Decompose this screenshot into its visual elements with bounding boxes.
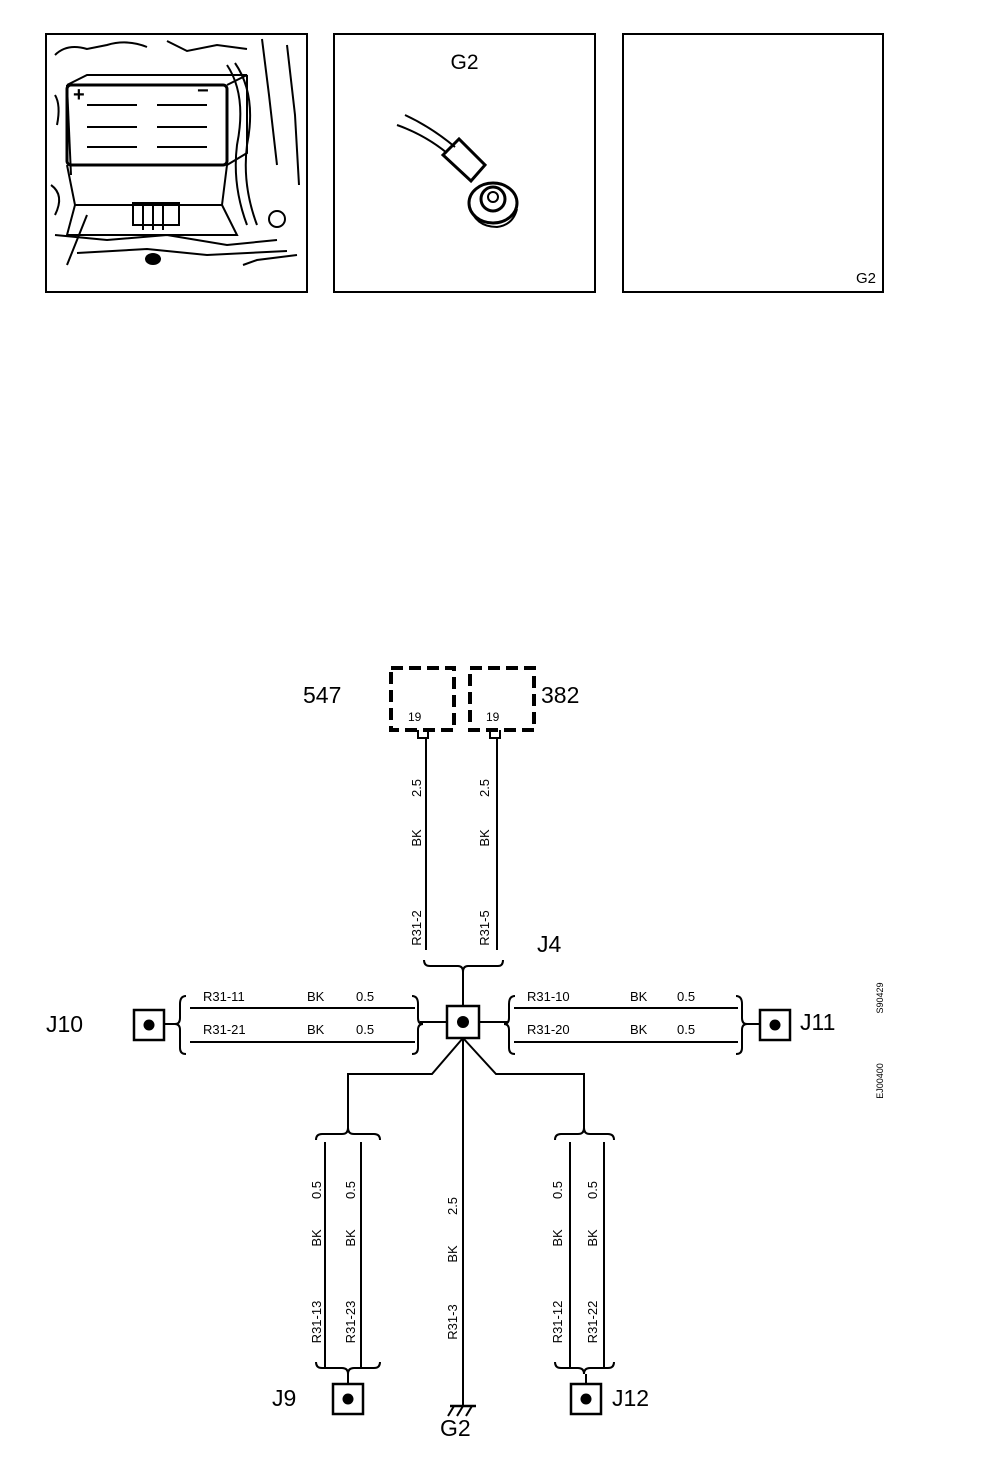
junction-j4-label: J4 [537,931,562,957]
module-382-box [468,666,536,732]
battery-location-drawing: + − [50,38,300,266]
ground-terminal-panel: G2 [333,33,596,293]
ground-terminal-title: G2 [450,51,479,74]
wire-r31-23-color: BK [343,1229,358,1247]
module-382-pin: 19 [486,710,500,724]
module-547-label: 547 [303,682,341,708]
ground-g2-label: G2 [440,1415,471,1441]
wire-r31-20-circuit: R31-20 [527,1022,570,1037]
battery-minus-label: − [197,80,209,102]
splice-j9 [331,1382,365,1416]
wire-r31-22-color: BK [585,1229,600,1247]
wire-547-circuit: R31-2 [409,910,424,945]
wiring-schematic: 547 382 19 19 2.5 BK R31-2 2.5 BK R31-5 … [46,666,885,1441]
wire-r31-23-size: 0.5 [343,1181,358,1199]
junction-j10-label: J10 [46,1011,83,1037]
splice-j10 [132,1008,166,1042]
junction-j12-label: J12 [612,1385,649,1411]
wire-r31-21-size: 0.5 [356,1022,374,1037]
wire-r31-3-circuit: R31-3 [445,1304,460,1339]
wire-382-circuit: R31-5 [477,910,492,945]
wire-r31-20-color: BK [630,1022,648,1037]
wire-r31-21-circuit: R31-21 [203,1022,246,1037]
ground-location-marker [145,253,161,265]
wire-r31-11-color: BK [307,989,325,1004]
wire-r31-12-size: 0.5 [550,1181,565,1199]
ground-diagram-panel: G2 [622,33,884,293]
wire-547-color: BK [409,829,424,847]
wire-r31-10-color: BK [630,989,648,1004]
wire-382-size: 2.5 [477,779,492,797]
wire-r31-13-circuit: R31-13 [309,1301,324,1344]
wire-r31-21-color: BK [307,1022,325,1037]
splice-j12 [569,1382,603,1416]
battery-plus-label: + [73,84,85,106]
wire-382-color: BK [477,829,492,847]
side-code-1: S90429 [875,982,885,1013]
wire-r31-22-circuit: R31-22 [585,1301,600,1344]
splice-j11 [758,1008,792,1042]
wire-r31-11-size: 0.5 [356,989,374,1004]
junction-j11-label: J11 [800,1009,835,1035]
ground-panel-label: G2 [855,270,876,287]
wire-r31-23-circuit: R31-23 [343,1301,358,1344]
ground-terminal-drawing [396,114,519,229]
wire-r31-20-size: 0.5 [677,1022,695,1037]
wire-r31-10-size: 0.5 [677,989,695,1004]
wire-r31-13-size: 0.5 [309,1181,324,1199]
wire-547-size: 2.5 [409,779,424,797]
module-547-box [389,666,456,732]
wire-r31-10-circuit: R31-10 [527,989,570,1004]
side-code-2: EJ00400 [875,1063,885,1099]
wire-r31-12-color: BK [550,1229,565,1247]
wire-r31-11-circuit: R31-11 [203,989,245,1004]
junction-j9-label: J9 [272,1385,296,1411]
wire-r31-12-circuit: R31-12 [550,1301,565,1344]
wire-r31-22-size: 0.5 [585,1181,600,1199]
wire-r31-3-color: BK [445,1245,460,1263]
module-382-label: 382 [541,682,579,708]
module-547-pin: 19 [408,710,422,724]
wire-r31-3-size: 2.5 [445,1197,460,1215]
location-photo-panel: + − [45,33,308,293]
wire-r31-13-color: BK [309,1229,324,1247]
